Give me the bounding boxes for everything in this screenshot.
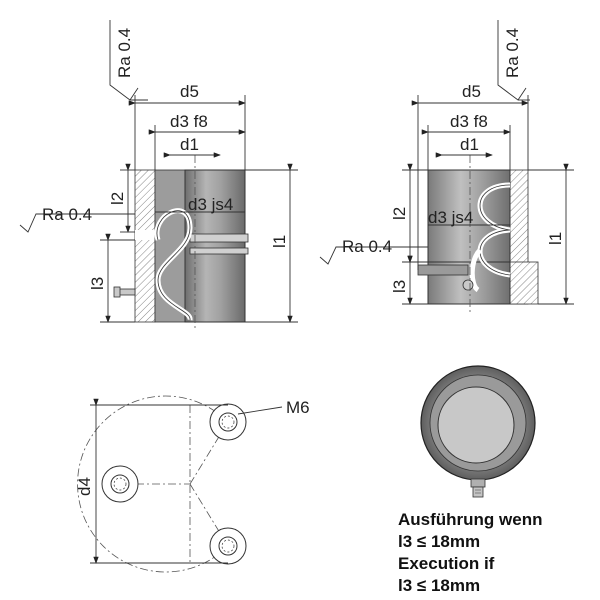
left-l1-label: l1 — [270, 235, 289, 248]
hole-pattern-view: M6 d4 — [75, 395, 310, 573]
right-d3f8-label: d3 f8 — [450, 112, 488, 131]
left-pin-groove — [189, 233, 249, 243]
right-d5-label: d5 — [462, 82, 481, 101]
hole-bottom — [209, 527, 247, 565]
note-line-4: l3 ≤ 18mm — [398, 576, 480, 595]
hole-left — [101, 465, 139, 503]
left-l3-label: l3 — [88, 277, 107, 290]
left-ra-side-label: Ra 0.4 — [42, 205, 92, 224]
right-l3-label: l3 — [390, 280, 409, 293]
note-line-2: l3 ≤ 18mm — [398, 532, 480, 551]
inner-pin-face — [437, 386, 515, 464]
left-grease-nipple — [117, 288, 136, 296]
top-view: Ausführung wenn l3 ≤ 18mm Execution if l… — [398, 365, 542, 595]
right-d1-label: d1 — [460, 135, 479, 154]
top-view-grease-nipple — [470, 478, 486, 488]
right-l1-label: l1 — [546, 232, 565, 245]
note-line-3: Execution if — [398, 554, 495, 573]
left-d1-label: d1 — [180, 135, 199, 154]
d4-label: d4 — [75, 477, 94, 496]
right-section-view: d5 d3 f8 d1 d3 js4 l1 l2 l3 Ra 0.4 Ra 0.… — [319, 20, 574, 312]
right-ra-top-label: Ra 0.4 — [503, 28, 522, 78]
left-ra-side-symbol — [19, 213, 135, 233]
right-flange — [417, 264, 469, 276]
right-ra-side-symbol — [319, 246, 428, 265]
right-d3js4-label: d3 js4 — [428, 208, 473, 227]
note-line-1: Ausführung wenn — [398, 510, 542, 529]
left-l2-label: l2 — [108, 192, 127, 205]
pitch-circle — [77, 395, 229, 573]
hole-top — [209, 403, 247, 441]
right-ra-top-symbol — [497, 20, 527, 101]
left-section-view: d5 d3 f8 d1 d3 js4 l1 l2 l3 Ra 0.4 Ra 0.… — [19, 20, 298, 330]
left-ra-top-symbol — [109, 20, 139, 101]
left-housing-wall — [134, 169, 156, 323]
thread-label: M6 — [286, 398, 310, 417]
right-l2-label: l2 — [390, 207, 409, 220]
left-d5-label: d5 — [180, 82, 199, 101]
left-pin — [184, 169, 246, 323]
left-ra-top-label: Ra 0.4 — [115, 28, 134, 78]
right-grease-screw — [462, 279, 474, 291]
right-ra-side-label: Ra 0.4 — [342, 237, 392, 256]
left-d3f8-label: d3 f8 — [170, 112, 208, 131]
left-d3js4-label: d3 js4 — [188, 195, 233, 214]
